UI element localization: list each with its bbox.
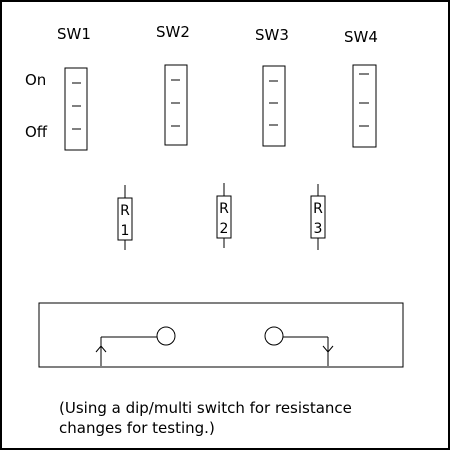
contact-circle-right — [264, 326, 284, 346]
left-terminal — [95, 326, 176, 366]
up-arrow-icon — [95, 345, 107, 353]
switch-label-sw1: SW1 — [57, 25, 91, 43]
resistor-r1: R 1 — [117, 185, 133, 250]
resistor-r2-number: 2 — [220, 221, 229, 237]
switch-body-sw2 — [164, 64, 188, 146]
switch-body-sw4 — [352, 64, 377, 148]
resistor-r2-letter: R — [219, 201, 229, 217]
resistor-r3: R 3 — [310, 184, 326, 250]
resistor-r1-number: 1 — [121, 223, 130, 239]
switch-label-sw2: SW2 — [156, 23, 190, 41]
circuit-box — [38, 302, 404, 368]
switch-label-sw3: SW3 — [255, 26, 289, 44]
resistor-r1-letter: R — [120, 203, 130, 219]
resistor-r3-number: 3 — [314, 221, 323, 237]
resistor-r2: R 2 — [216, 183, 232, 248]
resistor-r3-letter: R — [313, 201, 323, 217]
contact-circle-left — [156, 326, 176, 346]
down-arrow-icon — [322, 345, 334, 353]
switch-body-sw3 — [262, 65, 286, 147]
switch-body-sw1 — [64, 67, 88, 151]
state-label-off: Off — [25, 123, 48, 141]
switch-label-sw4: SW4 — [344, 28, 378, 46]
right-terminal — [264, 326, 334, 366]
state-label-on: On — [25, 71, 46, 89]
caption-text: (Using a dip/multi switch for resistance… — [59, 399, 352, 437]
